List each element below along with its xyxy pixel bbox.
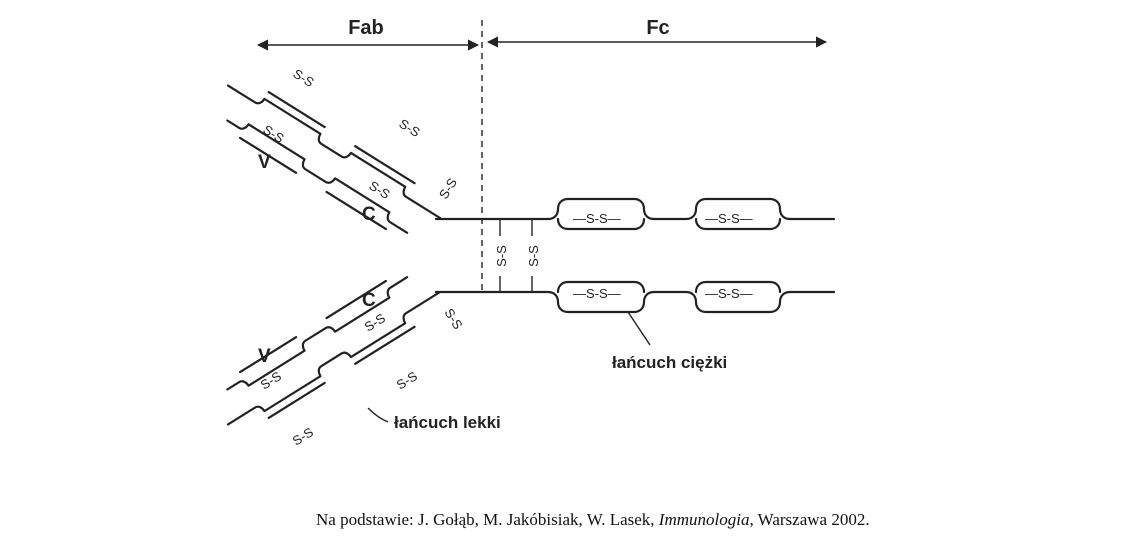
lower-fab-arm (226, 276, 442, 426)
ss-bond: S-S (290, 424, 317, 448)
heavy-chain-label: łańcuch ciężki (612, 353, 727, 372)
ss-bond: S-S (290, 66, 317, 90)
c-region-label: C (362, 290, 376, 311)
ss-bond: S-S (436, 175, 460, 202)
ss-bond: —S-S— (705, 286, 753, 301)
c-region-label: C (362, 204, 376, 225)
ss-bond: S-S (260, 122, 287, 146)
ss-bond: —S-S— (573, 211, 621, 226)
light-chain-pointer (367, 407, 389, 423)
ss-bond: S-S (441, 306, 465, 333)
caption-prefix: Na podstawie: J. Gołąb, M. Jakóbisiak, W… (316, 510, 659, 529)
caption-suffix: , Warszawa 2002. (749, 510, 870, 529)
ss-bond: —S-S— (705, 211, 753, 226)
ss-bond: S-S (258, 368, 285, 392)
ss-bond: S-S (366, 178, 393, 202)
ss-bond: S-S (526, 245, 541, 267)
light-chain-label: łańcuch lekki (394, 413, 501, 432)
ss-bond: S-S (394, 368, 421, 392)
ss-bond: S-S (396, 116, 423, 140)
fc-upper-chain (434, 197, 836, 231)
fc-lower-chain (434, 280, 836, 314)
ss-bond: —S-S— (573, 286, 621, 301)
fab-label: Fab (348, 17, 384, 39)
caption-book-title: Immunologia (658, 510, 750, 529)
v-region-label: V (258, 152, 271, 173)
upper-fab-arm (226, 84, 442, 234)
source-caption: Na podstawie: J. Gołąb, M. Jakóbisiak, W… (0, 510, 1146, 530)
v-region-label: V (258, 346, 271, 367)
fc-label: Fc (646, 17, 669, 39)
heavy-chain-pointer (627, 311, 651, 346)
ss-bond: S-S (494, 245, 509, 267)
hinge-disulfide-bonds: S-S S-S (494, 220, 541, 292)
